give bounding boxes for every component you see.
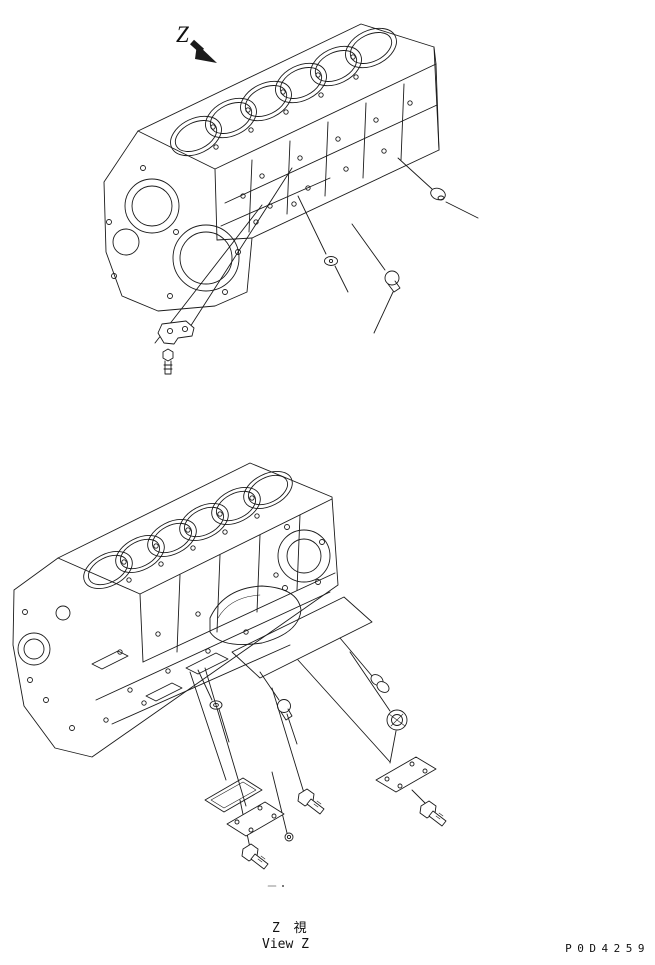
tick-marks xyxy=(267,885,284,887)
bolt-part-2 xyxy=(419,800,447,827)
callout-small-plug xyxy=(297,195,349,293)
deck-bolt-holes-z xyxy=(121,495,260,583)
callout-cup-plug xyxy=(397,157,479,219)
cylinder-block-view-z xyxy=(12,462,373,758)
small-plug-part xyxy=(324,256,338,266)
cover-part xyxy=(226,801,285,837)
cup-plug-part-2 xyxy=(277,699,293,721)
round-plug-part xyxy=(386,709,408,731)
callout-cup-plug-2 xyxy=(259,671,298,745)
view-direction-arrow-icon xyxy=(189,39,217,63)
front-end-face-detail xyxy=(106,165,241,299)
cup-plug-part xyxy=(430,187,446,201)
side-cover-part xyxy=(375,756,437,793)
top-isometric-drawing: Z xyxy=(103,22,479,375)
view-arrow-label: Z xyxy=(176,22,189,47)
side-face-detail-z xyxy=(91,514,331,725)
callout-washer xyxy=(197,669,230,743)
view-caption-en: View Z xyxy=(262,937,309,952)
view-z-drawing xyxy=(12,462,447,887)
view-caption-jp: Z 視 xyxy=(272,921,310,936)
rear-end-face-detail xyxy=(277,524,331,591)
left-end-face-detail xyxy=(17,605,75,731)
callout-bracket-bolt xyxy=(154,167,293,375)
cylinder-block-top-view xyxy=(103,23,440,312)
callout-round-plug xyxy=(349,651,408,764)
bracket-part xyxy=(157,320,195,345)
side-face-detail xyxy=(220,83,438,233)
cylindrical-plug-part xyxy=(370,674,390,693)
gasket-part xyxy=(204,777,263,813)
taper-plug-part xyxy=(384,270,401,293)
small-washer-part xyxy=(284,832,294,842)
bolt-part-3 xyxy=(241,843,269,870)
cylinder-bores xyxy=(170,27,397,157)
callout-taper-plug xyxy=(351,223,401,334)
callout-cylindrical-plug xyxy=(339,637,390,693)
exploded-plate-outline xyxy=(231,596,373,679)
drawing-number: P0D4259 xyxy=(565,942,650,955)
cylinder-bores-z xyxy=(83,471,293,589)
deck-bolt-holes xyxy=(210,54,359,150)
cover-leader-lines xyxy=(189,659,429,849)
bolt-part-1 xyxy=(297,788,325,815)
bolt-part xyxy=(162,348,174,375)
